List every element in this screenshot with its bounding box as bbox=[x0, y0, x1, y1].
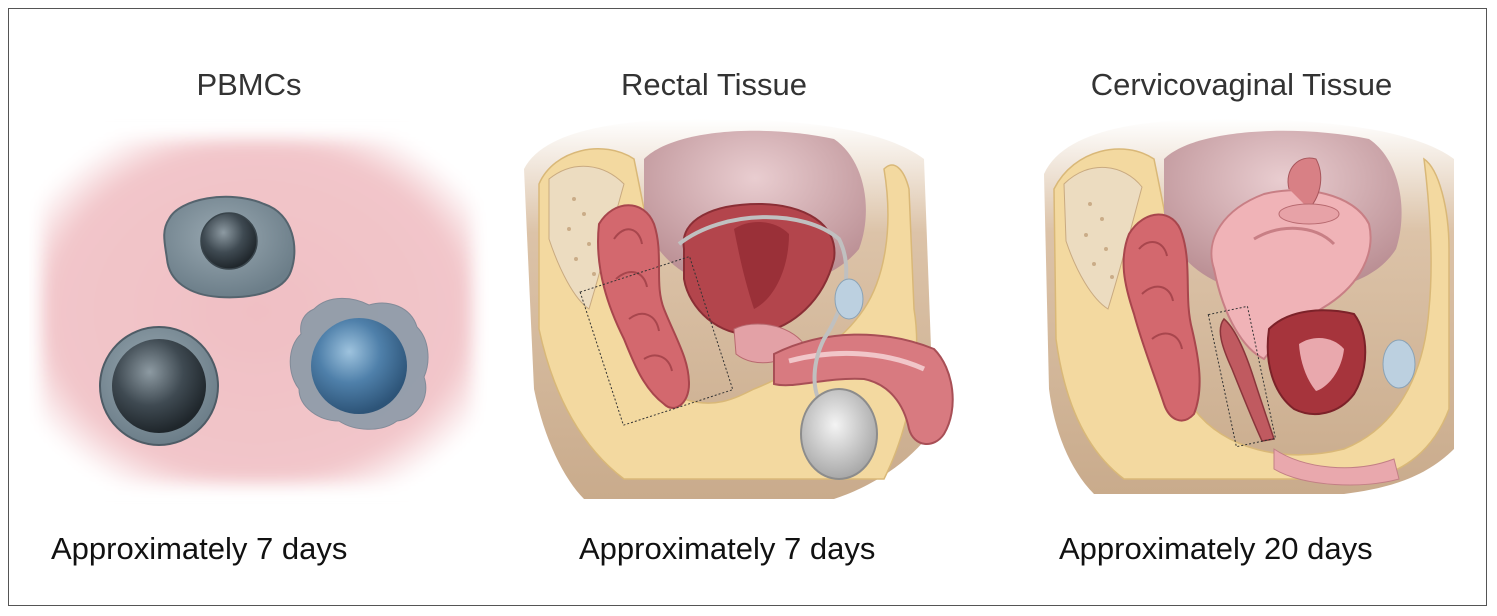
panel-caption: Approximately 7 days bbox=[51, 531, 347, 567]
male-pelvis-illustration bbox=[504, 9, 974, 605]
panel-caption: Approximately 20 days bbox=[1059, 531, 1373, 567]
pbmc-cells-illustration bbox=[29, 9, 489, 605]
figure-frame: PBMCs bbox=[8, 8, 1487, 606]
panel-rectal-tissue: Rectal Tissue bbox=[504, 9, 974, 605]
panel-cervicovaginal-tissue: Cervicovaginal Tissue bbox=[1024, 9, 1479, 605]
female-pelvis-illustration bbox=[1024, 9, 1479, 605]
panel-caption: Approximately 7 days bbox=[579, 531, 875, 567]
panel-pbmcs: PBMCs bbox=[29, 9, 489, 605]
